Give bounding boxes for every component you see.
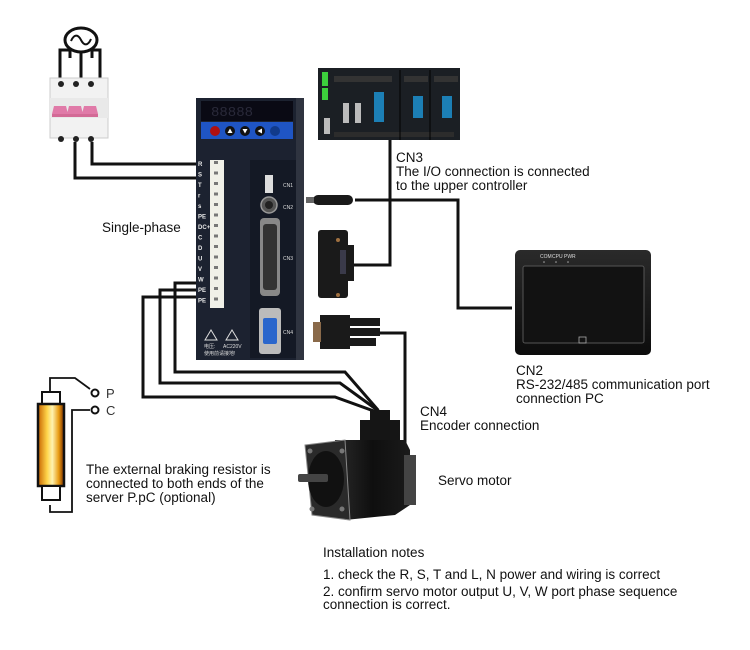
cn3-desc-1: The I/O connection is connected — [396, 164, 590, 179]
warning-text-ground: 使用前请接地! — [204, 350, 235, 357]
wire-breaker-to-s — [73, 142, 197, 180]
terminal-label: D — [198, 246, 203, 252]
braking-resistor-desc-3: server P.pC (optional) — [86, 490, 216, 505]
wire-cn3 — [340, 140, 392, 267]
cn2-title: CN2 — [516, 363, 544, 378]
warning-text-voltage: 电压: — [204, 343, 215, 350]
braking-resistor-label: The external braking resistor is connect… — [86, 463, 271, 505]
terminal-label: W — [198, 278, 204, 284]
braking-resistor-desc-2: connected to both ends of the — [86, 476, 264, 491]
cn4-desc: Encoder connection — [420, 418, 540, 433]
wire-cn4 — [380, 331, 407, 445]
terminal-p-icon — [90, 388, 100, 398]
installation-notes-title: Installation notes — [323, 545, 425, 560]
cn4-connector-plug — [313, 315, 380, 349]
terminal-screw — [214, 266, 218, 269]
cn2-connector-plug — [306, 195, 353, 205]
wires — [49, 48, 512, 513]
hmi-led-label: CPU — [552, 254, 563, 260]
wire-w — [141, 295, 383, 416]
terminal-label: T — [198, 183, 202, 189]
terminal-label: PE — [198, 288, 206, 294]
terminal-screw — [214, 182, 218, 185]
terminal-screw — [214, 287, 218, 290]
hmi-led-label: PWR — [564, 254, 576, 260]
terminal-label: PE — [198, 299, 206, 305]
wire-v — [158, 288, 381, 414]
wire-resistor-p — [49, 377, 91, 392]
servo-motor-icon — [298, 410, 416, 521]
terminal-screw — [214, 192, 218, 196]
servo-motor-label: Servo motor — [438, 473, 512, 488]
display-digits: 88888 — [211, 105, 253, 121]
cn2-desc-1: RS-232/485 communication port — [516, 377, 710, 392]
cn4-label: CN4 Encoder connection — [420, 405, 539, 433]
terminal-label: r — [198, 194, 201, 200]
hmi-led-label: COM — [540, 254, 552, 260]
terminal-screw — [214, 161, 218, 164]
cn3-desc-2: to the upper controller — [396, 178, 528, 193]
installation-note-item: 1. check the R, S, T and L, N power and … — [323, 567, 661, 582]
port-label: CN3 — [283, 256, 293, 262]
terminal-screw — [214, 234, 218, 238]
terminal-screw — [214, 245, 218, 248]
cn4-title: CN4 — [420, 404, 448, 419]
wire-u — [173, 281, 380, 411]
cn3-title: CN3 — [396, 150, 424, 165]
hmi-led-icon — [555, 261, 557, 263]
port-label: CN1 — [283, 183, 293, 189]
terminal-c-label: C — [106, 403, 115, 418]
terminal-screw — [214, 297, 218, 301]
terminal-screw — [214, 276, 218, 280]
hmi-led-icon — [567, 261, 569, 263]
terminal-screw — [214, 171, 218, 175]
terminal-label: R — [198, 162, 203, 168]
terminal-screw — [214, 203, 218, 206]
circuit-breaker-icon — [49, 77, 109, 142]
terminal-label: S — [198, 173, 202, 179]
terminal-label: C — [198, 236, 203, 242]
terminal-c-icon — [90, 405, 100, 415]
terminal-screw — [214, 224, 218, 227]
keypad-mode-button — [210, 126, 220, 136]
cn2-label: CN2 RS-232/485 communication port connec… — [516, 364, 710, 406]
warning-icon — [204, 329, 218, 341]
port-label: CN4 — [283, 330, 293, 336]
installation-note-item: 2. confirm servo motor output U, V, W po… — [323, 584, 678, 612]
wire-resistor-c — [49, 409, 90, 513]
terminal-screw — [214, 255, 218, 259]
terminal-screw — [214, 213, 218, 217]
cn3-connector-plug — [318, 230, 354, 298]
keypad-set-button — [270, 126, 280, 136]
port-cn1 — [265, 175, 273, 193]
voltage-rating: AC220V — [223, 344, 242, 350]
braking-resistor-desc-1: The external braking resistor is — [86, 462, 271, 477]
upper-controller-plc — [318, 68, 460, 140]
terminal-label: PE — [198, 215, 206, 221]
installation-notes: Installation notes 1. check the R, S, T … — [323, 545, 733, 615]
ac-source-icon — [63, 26, 99, 58]
port-label: CN2 — [283, 205, 293, 211]
braking-resistor-icon: P C — [36, 386, 115, 501]
terminal-label: U — [198, 257, 202, 263]
hmi-led-icon — [543, 261, 545, 263]
warning-icon-2 — [225, 329, 239, 341]
terminal-label: s — [198, 204, 202, 210]
wire-breaker-to-r — [90, 142, 197, 166]
cn2-desc-2: connection PC — [516, 391, 604, 406]
single-phase-label: Single-phase — [102, 220, 181, 235]
terminal-p-label: P — [106, 386, 115, 401]
terminal-label: DC+ — [198, 225, 211, 231]
terminal-label: V — [198, 267, 202, 273]
wire-cn2 — [355, 198, 512, 310]
cn3-label: CN3 The I/O connection is connected to t… — [396, 151, 590, 193]
